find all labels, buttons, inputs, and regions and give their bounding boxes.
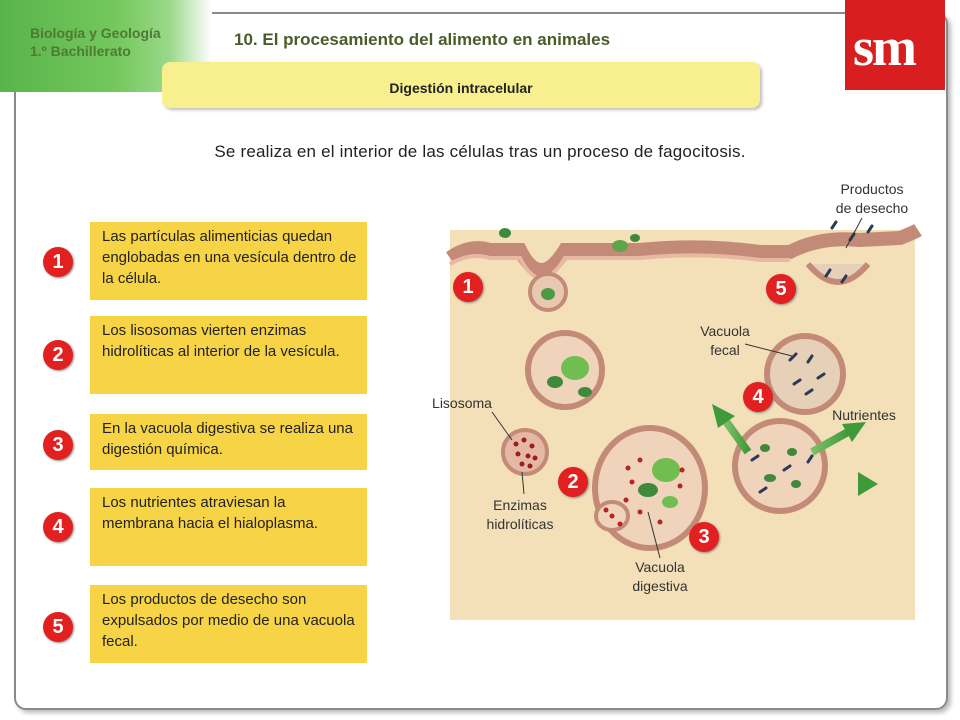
step-number-3: 3 xyxy=(43,430,73,460)
label-vacuola-fecal-line1: Vacuola xyxy=(700,323,750,339)
course-label: Biología y Geología 1.º Bachillerato xyxy=(30,24,161,60)
label-vacuola-digestiva-line2: digestiva xyxy=(632,578,688,594)
vacuole-enzymes xyxy=(603,457,685,527)
nutrient-vacuole xyxy=(732,418,828,514)
diagram-badge-4: 4 xyxy=(743,382,773,412)
label-vacuola-fecal: Vacuola fecal xyxy=(680,322,770,360)
label-vacuola-fecal-line2: fecal xyxy=(710,342,740,358)
diagram-badge-3: 3 xyxy=(689,522,719,552)
fecal-vacuole xyxy=(764,333,846,415)
label-lisosoma: Lisosoma xyxy=(432,395,492,411)
step-number-5: 5 xyxy=(43,612,73,642)
intro-text: Se realiza en el interior de las células… xyxy=(214,142,746,161)
label-vacuola-digestiva: Vacuola digestiva xyxy=(610,558,710,596)
label-nutrientes: Nutrientes xyxy=(832,407,896,423)
diagram-badge-5: 5 xyxy=(766,274,796,304)
cell-membrane xyxy=(445,224,922,277)
step-number-4: 4 xyxy=(43,512,73,542)
step-box-2: Los lisosomas vierten enzimas hidrolític… xyxy=(90,316,367,394)
step-box-3: En la vacuola digestiva se realiza una d… xyxy=(90,414,367,470)
course-line1: Biología y Geología xyxy=(30,25,161,41)
diagram-badge-2: 2 xyxy=(558,467,588,497)
subtitle-banner: Digestión intracelular xyxy=(162,62,760,108)
nutrient-arrows xyxy=(712,404,878,496)
step-number-2: 2 xyxy=(43,340,73,370)
slide-frame xyxy=(14,12,948,710)
lysosome xyxy=(501,428,549,476)
step-box-1: Las partículas alimenticias quedan englo… xyxy=(90,222,367,300)
step-box-5: Los productos de desecho son expulsados … xyxy=(90,585,367,663)
label-productos-line2: de desecho xyxy=(835,200,909,216)
label-vacuola-digestiva-line1: Vacuola xyxy=(635,559,685,575)
page-title: 10. El procesamiento del alimento en ani… xyxy=(234,30,611,49)
lysosome-enzymes xyxy=(513,437,538,469)
cell-diagram xyxy=(445,217,922,620)
label-enzimas: Enzimas hidrolíticas xyxy=(465,496,575,534)
cytoplasm xyxy=(450,230,915,620)
leader-lines xyxy=(491,217,863,559)
label-enzimas-line1: Enzimas xyxy=(493,497,547,513)
label-productos: Productos de desecho xyxy=(812,180,932,218)
header: Biología y Geología 1.º Bachillerato 10.… xyxy=(0,0,960,92)
exocytosis-vesicle xyxy=(805,262,871,285)
section-subtitle: Digestión intracelular xyxy=(389,80,533,96)
course-line2: 1.º Bachillerato xyxy=(30,43,131,59)
publisher-logo: sm xyxy=(845,0,945,90)
logo-text: sm xyxy=(853,17,917,77)
label-enzimas-line2: hidrolíticas xyxy=(486,516,554,532)
label-productos-line1: Productos xyxy=(840,181,904,197)
step-number-1: 1 xyxy=(43,247,73,277)
step-box-4: Los nutrientes atraviesan la membrana ha… xyxy=(90,488,367,566)
diagram-badge-1: 1 xyxy=(453,272,483,302)
